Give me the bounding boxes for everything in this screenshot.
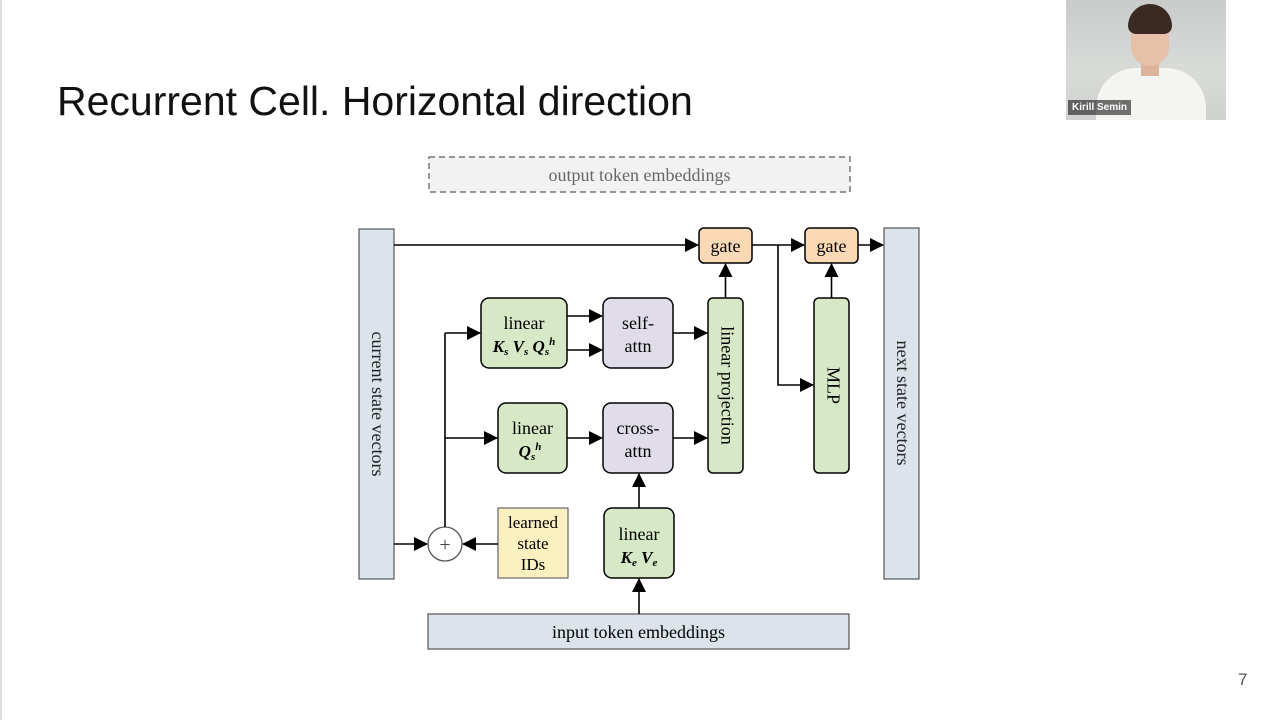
mlp-label: MLP: [823, 367, 843, 404]
linear-mid-label: linear: [512, 418, 553, 438]
learned-state-ids-label-1: learned: [508, 513, 559, 532]
linear-projection-label: linear projection: [717, 326, 737, 444]
gate-box-2: gate: [804, 227, 859, 264]
linear-mid-formula: Qsh: [519, 441, 542, 463]
cross-attn-label-1: cross-: [617, 418, 660, 438]
sum-symbol: +: [439, 534, 450, 556]
learned-state-ids-box: learned state IDs: [497, 507, 569, 579]
self-attn-label-2: attn: [625, 336, 652, 356]
sum-node: +: [427, 526, 463, 562]
webcam-name-tag: Kirill Semin: [1068, 100, 1132, 115]
linear-bottom-label: linear: [619, 524, 660, 544]
linear-top-label: linear: [504, 313, 545, 333]
linear-bottom-box: linear Ke Ve: [603, 507, 675, 579]
cross-attn-box: cross- attn: [602, 402, 674, 474]
learned-state-ids-label-3: IDs: [521, 555, 546, 574]
next-state-vectors-label: next state vectors: [893, 341, 913, 466]
current-state-vectors-box: current state vectors: [358, 228, 395, 580]
linear-top-box: linear Ks Vs Qsh: [480, 297, 568, 369]
gate-box-1: gate: [698, 227, 753, 264]
cross-attn-label-2: attn: [625, 441, 652, 461]
linear-bottom-formula: Ke Ve: [620, 548, 658, 569]
output-token-embeddings-box: output token embeddings: [428, 156, 851, 193]
webcam-video: Kirill Semin: [1066, 0, 1226, 120]
arrow-gate1-to-mlp: [777, 245, 814, 392]
learned-state-ids-label-2: state: [517, 534, 548, 553]
mlp-box: MLP: [813, 297, 850, 474]
linear-top-formula: Ks Vs Qsh: [492, 336, 555, 358]
diagram-arrows: [394, 238, 884, 614]
self-attn-box: self- attn: [602, 297, 674, 369]
current-state-vectors-label: current state vectors: [368, 332, 388, 477]
self-attn-label-1: self-: [622, 313, 654, 333]
webcam-person-hair: [1128, 4, 1172, 34]
gate-label-1: gate: [711, 236, 741, 256]
next-state-vectors-box: next state vectors: [883, 227, 920, 580]
input-token-embeddings-label: input token embeddings: [552, 622, 725, 642]
linear-mid-box: linear Qsh: [497, 402, 568, 474]
input-token-embeddings-box: input token embeddings: [427, 613, 850, 650]
gate-label-2: gate: [817, 236, 847, 256]
slide-title: Recurrent Cell. Horizontal direction: [57, 78, 693, 124]
page-number: 7: [1238, 670, 1248, 689]
output-token-embeddings-label: output token embeddings: [549, 165, 731, 185]
linear-projection-box: linear projection: [707, 297, 744, 474]
